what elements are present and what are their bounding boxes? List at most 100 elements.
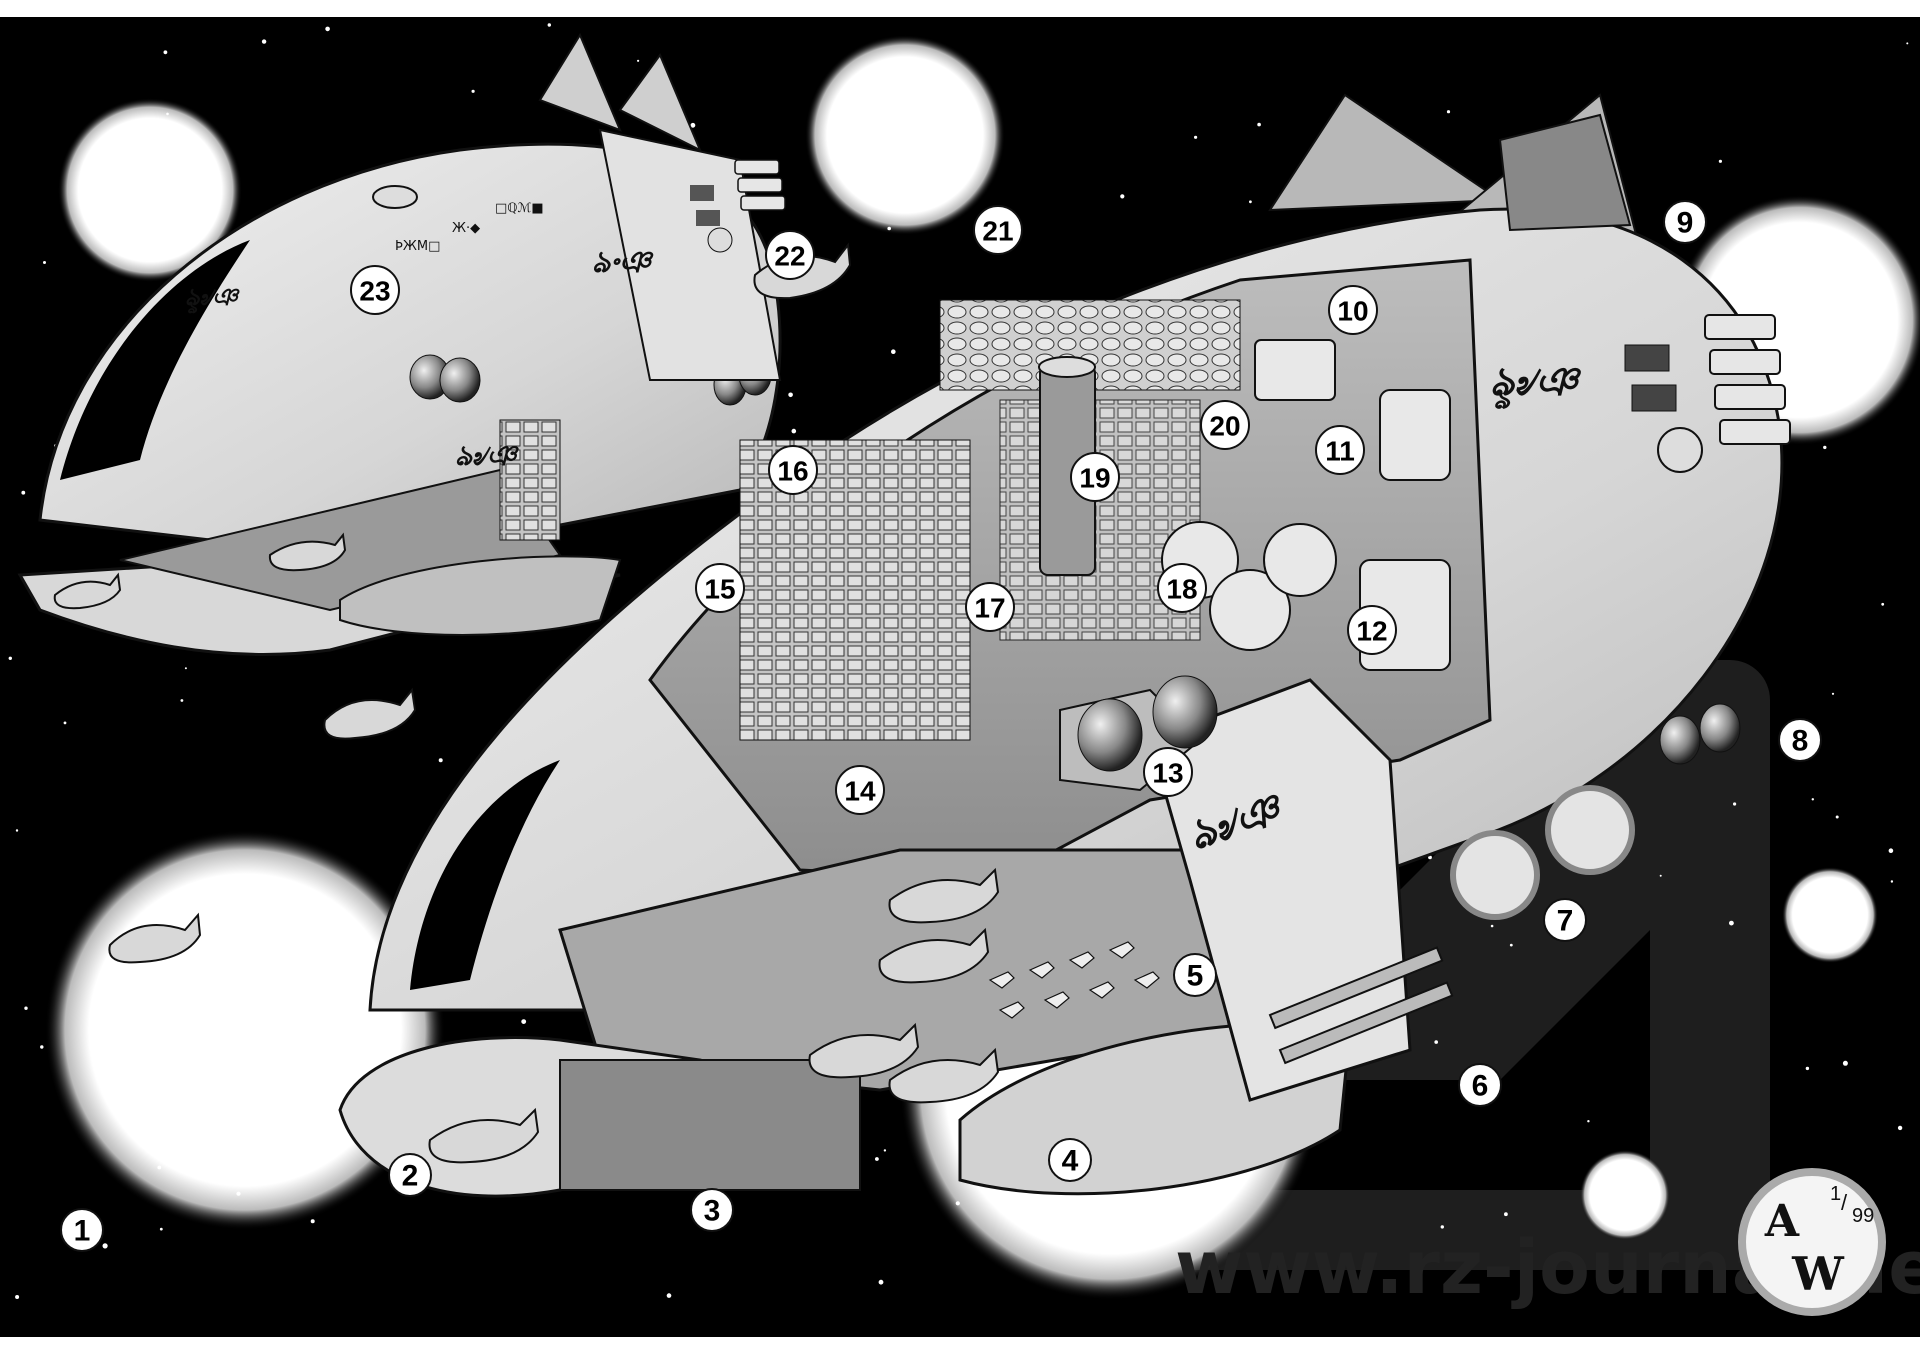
fighters [988,941,1160,1019]
callout-circle [835,765,885,815]
star [947,91,950,95]
engine-room [559,1059,861,1191]
stacked-modules [734,159,786,211]
star [331,1057,335,1062]
star [1718,159,1722,163]
upper-ship-markings: ঌ৽ঞ ঌ৶ঞ ৡ৶ঞ ÞЖМ□ Ж·◆ □ℚℳ■ [185,201,654,472]
issue-numerator: 1 [1830,1183,1841,1205]
star [791,428,797,434]
callout-number: 4 [1062,1145,1079,1178]
star [891,349,896,355]
callout-2: 2 [388,1153,432,1197]
star [1120,194,1125,199]
thruster-pod [1077,698,1143,772]
stacked-modules [1704,314,1791,445]
alien-script: ৡ৶ঞ [185,282,240,314]
star [1842,1060,1848,1066]
callout-circle [1315,425,1365,475]
star [15,829,19,832]
star [843,120,850,126]
callout-circle [1778,718,1822,762]
callout-number: 14 [844,776,876,807]
star [166,112,169,116]
callout-number: 5 [1187,960,1204,993]
callout-circle [1143,747,1193,797]
thruster-pod [1152,675,1218,749]
callout-circle [388,1153,432,1197]
callout-22: 22 [765,230,815,280]
star [43,261,46,264]
callout-7: 7 [1543,898,1587,942]
callout-number: 6 [1472,1070,1489,1103]
callout-circle [1157,563,1207,613]
star [521,1019,527,1024]
star [1440,1225,1445,1229]
star [547,23,551,27]
star [1890,880,1894,883]
star [21,490,26,495]
callout-11: 11 [1315,425,1365,475]
star [1587,1120,1590,1123]
star [1504,1212,1508,1217]
star [1823,445,1827,450]
star [8,656,12,660]
upper-ship-nose-window [60,240,250,480]
star [180,699,184,702]
callout-number: 13 [1152,758,1183,789]
glyph-row: ÞЖМ□ [395,239,440,254]
star [1906,42,1909,45]
callout-number: 18 [1166,574,1197,605]
upper-ship [17,32,786,656]
star [936,106,940,110]
star [102,1243,108,1249]
star [163,50,168,55]
thruster-pod [1699,703,1741,753]
porthole [1450,830,1540,920]
star [1897,1125,1903,1131]
star [1835,815,1839,819]
star [1831,692,1835,695]
callout-circle [1070,452,1120,502]
star [955,1201,960,1206]
callout-number: 16 [777,456,808,487]
callout-number: 7 [1557,905,1574,938]
callout-circle [1048,1138,1092,1182]
glyph-row: Ж·◆ [452,221,480,236]
star [1249,200,1252,204]
main-ship-fin [1268,93,1504,212]
planet [805,35,1005,235]
callout-circle [765,230,815,280]
planet [58,98,242,282]
callout-10: 10 [1328,285,1378,335]
star [666,1293,672,1298]
callout-4: 4 [1048,1138,1092,1182]
star [310,1219,315,1224]
star [1811,798,1815,801]
signature-initial-w: W [1791,1247,1845,1301]
star [899,185,904,190]
callout-16: 16 [768,445,818,495]
callout-circle [1543,898,1587,942]
star [788,392,793,398]
porthole [1545,785,1635,875]
thruster-pod [439,357,481,403]
callout-number: 11 [1325,436,1355,467]
star [1659,874,1662,877]
callout-17: 17 [965,582,1015,632]
main-ship-nose-window [410,760,560,990]
issue-denominator: 99 [1852,1205,1874,1227]
star [301,942,306,947]
callout-circle [1347,605,1397,655]
star [883,1149,887,1152]
star [1446,110,1451,114]
star [1434,1040,1438,1044]
callout-6: 6 [1458,1063,1502,1107]
star [1693,1255,1697,1259]
star [1257,122,1261,127]
star [159,1227,163,1231]
star [471,89,475,93]
planet [1782,867,1878,963]
callout-circle [1173,953,1217,997]
planet [1580,1150,1670,1240]
callout-number: 1 [74,1215,91,1248]
